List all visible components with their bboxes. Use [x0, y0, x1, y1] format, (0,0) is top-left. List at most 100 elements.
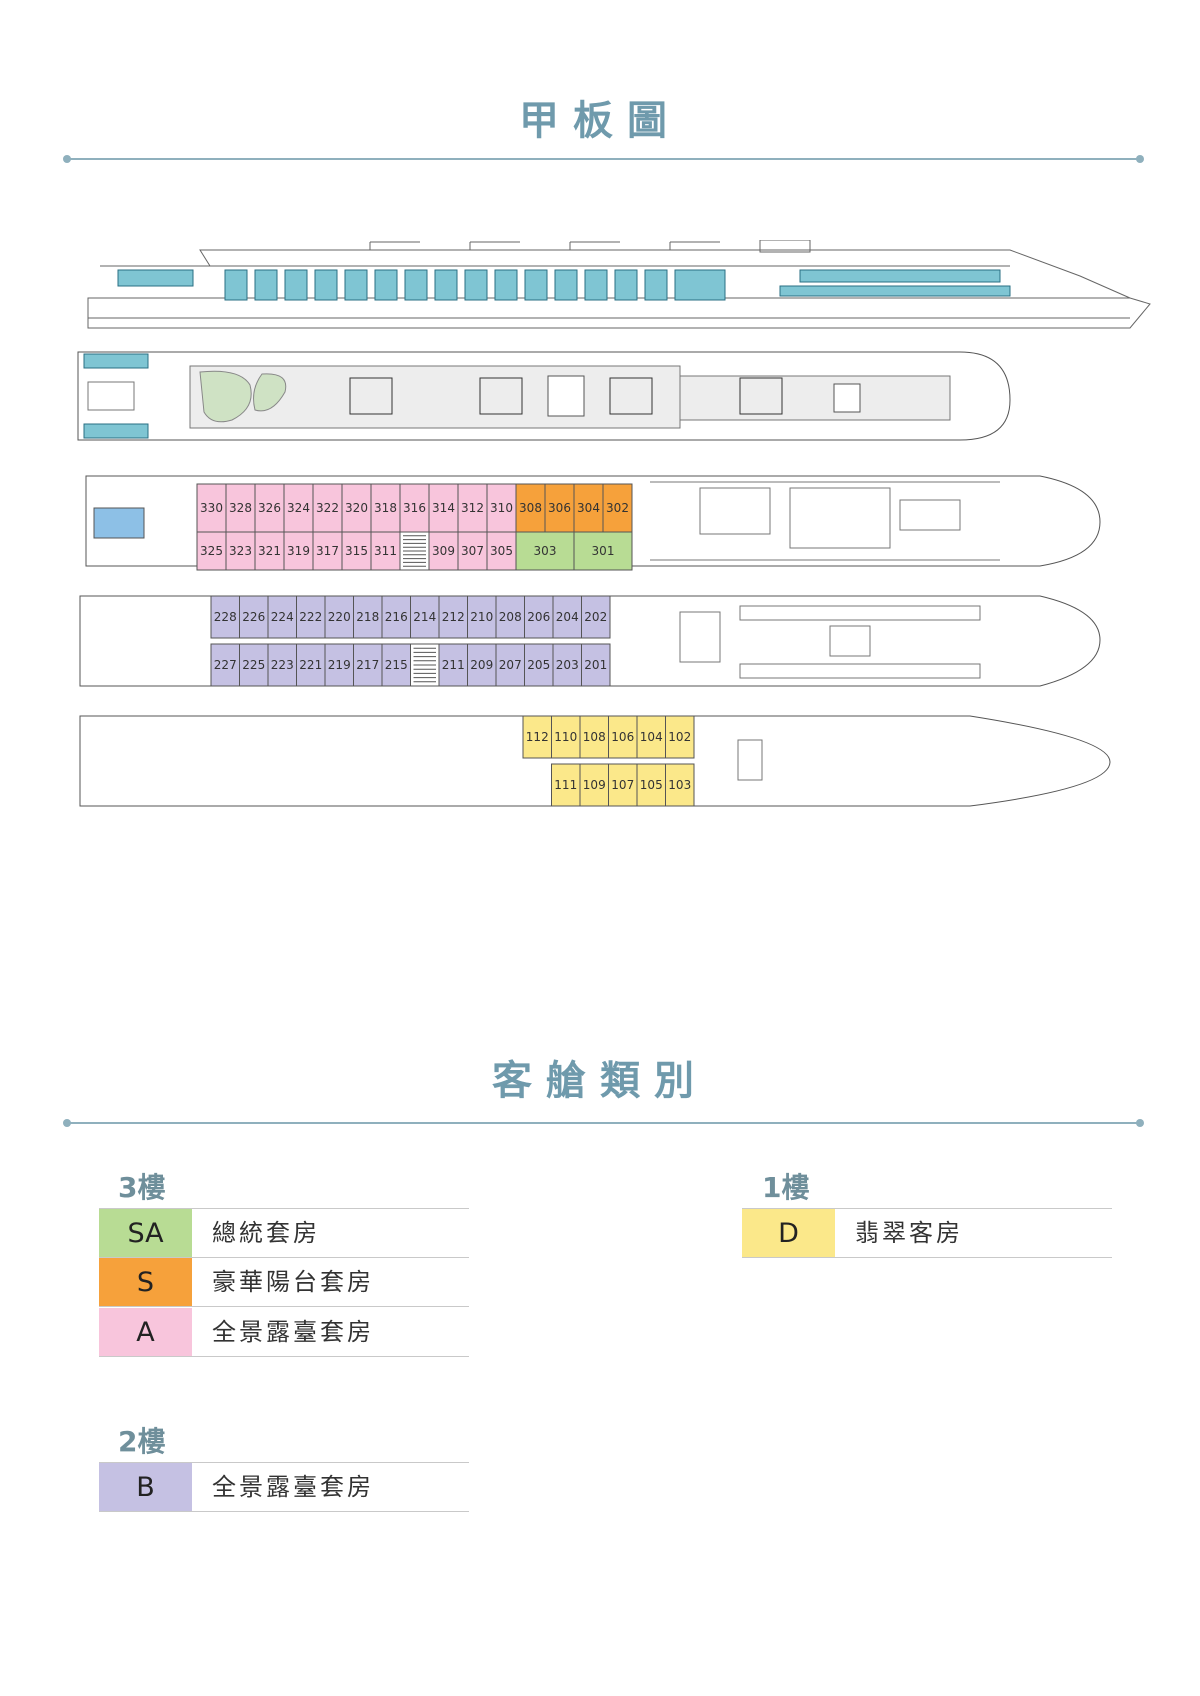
- cabin-number: 202: [584, 610, 607, 624]
- cabin-number: 310: [490, 501, 513, 515]
- cabin-number: 108: [583, 730, 606, 744]
- cabin-number: 303: [534, 544, 557, 558]
- sun-deck: [77, 351, 1011, 441]
- cabin-212: [438, 595, 468, 639]
- cabin-number: 305: [490, 544, 513, 558]
- cabin-number: 209: [470, 658, 493, 672]
- cabin-number: 110: [554, 730, 577, 744]
- cabin-number: 307: [461, 544, 484, 558]
- cabin-number: 312: [461, 501, 484, 515]
- swatch-s: S: [99, 1258, 192, 1306]
- cabin-309: [428, 531, 459, 571]
- legend-row-b: B 全景露臺套房: [99, 1462, 469, 1512]
- cabin-number: 321: [258, 544, 281, 558]
- cabin-number: 205: [527, 658, 550, 672]
- cabin-323: [225, 531, 256, 571]
- cabin-204: [552, 595, 582, 639]
- cabin-number: 304: [577, 501, 600, 515]
- cabin-number: 311: [374, 544, 397, 558]
- legend-text-d: 翡翠客房: [855, 1219, 963, 1247]
- cabin-number: 328: [229, 501, 252, 515]
- cabin-number: 103: [668, 778, 691, 792]
- legend-row-sa: SA 總統套房: [99, 1208, 469, 1258]
- cabin-201: [581, 643, 611, 687]
- cabin-number: 325: [200, 544, 223, 558]
- cabin-number: 204: [556, 610, 579, 624]
- cabin-number: 219: [328, 658, 351, 672]
- cabin-number: 301: [592, 544, 615, 558]
- cabin-number: 306: [548, 501, 571, 515]
- legend-row-a: A 全景露臺套房: [99, 1308, 469, 1357]
- cabin-number: 314: [432, 501, 455, 515]
- cabin-102: [665, 715, 695, 759]
- cabin-number: 222: [299, 610, 322, 624]
- legend-text-s: 豪華陽台套房: [212, 1268, 374, 1296]
- legend-row-s: S 豪華陽台套房: [99, 1258, 469, 1307]
- cabin-220: [324, 595, 354, 639]
- cabin-number: 226: [242, 610, 265, 624]
- deck-plan-divider: [63, 155, 1144, 163]
- cabin-223: [267, 643, 297, 687]
- swatch-b: B: [99, 1463, 192, 1511]
- swatch-a: A: [99, 1308, 192, 1356]
- cabin-217: [353, 643, 383, 687]
- cabin-number: 223: [271, 658, 294, 672]
- cabin-319: [283, 531, 314, 571]
- cabin-number: 316: [403, 501, 426, 515]
- cabin-325: [196, 531, 227, 571]
- cabin-number: 211: [442, 658, 465, 672]
- cabin-107: [608, 763, 638, 807]
- deck-2-restaurant-area: [679, 605, 981, 679]
- cabin-111: [551, 763, 581, 807]
- cabin-330: [196, 483, 227, 533]
- cabin-number: 326: [258, 501, 281, 515]
- ship-side-windows: [117, 269, 1011, 301]
- cabin-number: 322: [316, 501, 339, 515]
- cabin-210: [467, 595, 497, 639]
- cabin-number: 109: [583, 778, 606, 792]
- floor-3-label: 3樓: [118, 1171, 166, 1204]
- legend-text-sa: 總統套房: [212, 1219, 320, 1247]
- cabin-number: 318: [374, 501, 397, 515]
- cabin-311: [370, 531, 401, 571]
- cabin-number: 106: [611, 730, 634, 744]
- cabin-number: 201: [584, 658, 607, 672]
- cabin-302: [602, 483, 633, 533]
- cabin-108: [579, 715, 609, 759]
- cabin-206: [524, 595, 554, 639]
- cabin-214: [410, 595, 440, 639]
- legend-text-a: 全景露臺套房: [212, 1318, 374, 1346]
- cabin-number: 207: [499, 658, 522, 672]
- cabin-number: 112: [526, 730, 549, 744]
- cabin-number: 216: [385, 610, 408, 624]
- cabin-number: 224: [271, 610, 294, 624]
- cabin-103: [665, 763, 695, 807]
- cabin-number: 107: [611, 778, 634, 792]
- cabin-308: [515, 483, 546, 533]
- cabin-number: 323: [229, 544, 252, 558]
- cabin-number: 225: [242, 658, 265, 672]
- cabin-215: [381, 643, 411, 687]
- cabin-number: 215: [385, 658, 408, 672]
- cabin-318: [370, 483, 401, 533]
- cabin-number: 228: [214, 610, 237, 624]
- cabin-314: [428, 483, 459, 533]
- cabin-number: 218: [356, 610, 379, 624]
- floor-1-label: 1樓: [762, 1171, 810, 1204]
- cabin-228: [210, 595, 240, 639]
- cabin-number: 308: [519, 501, 542, 515]
- cabin-number: 309: [432, 544, 455, 558]
- cabin-number: 317: [316, 544, 339, 558]
- cabin-number: 330: [200, 501, 223, 515]
- cabin-number: 217: [356, 658, 379, 672]
- legend-text-b: 全景露臺套房: [212, 1473, 374, 1501]
- cabin-315: [341, 531, 372, 571]
- cabin-104: [636, 715, 666, 759]
- cabin-number: 208: [499, 610, 522, 624]
- cabin-312: [457, 483, 488, 533]
